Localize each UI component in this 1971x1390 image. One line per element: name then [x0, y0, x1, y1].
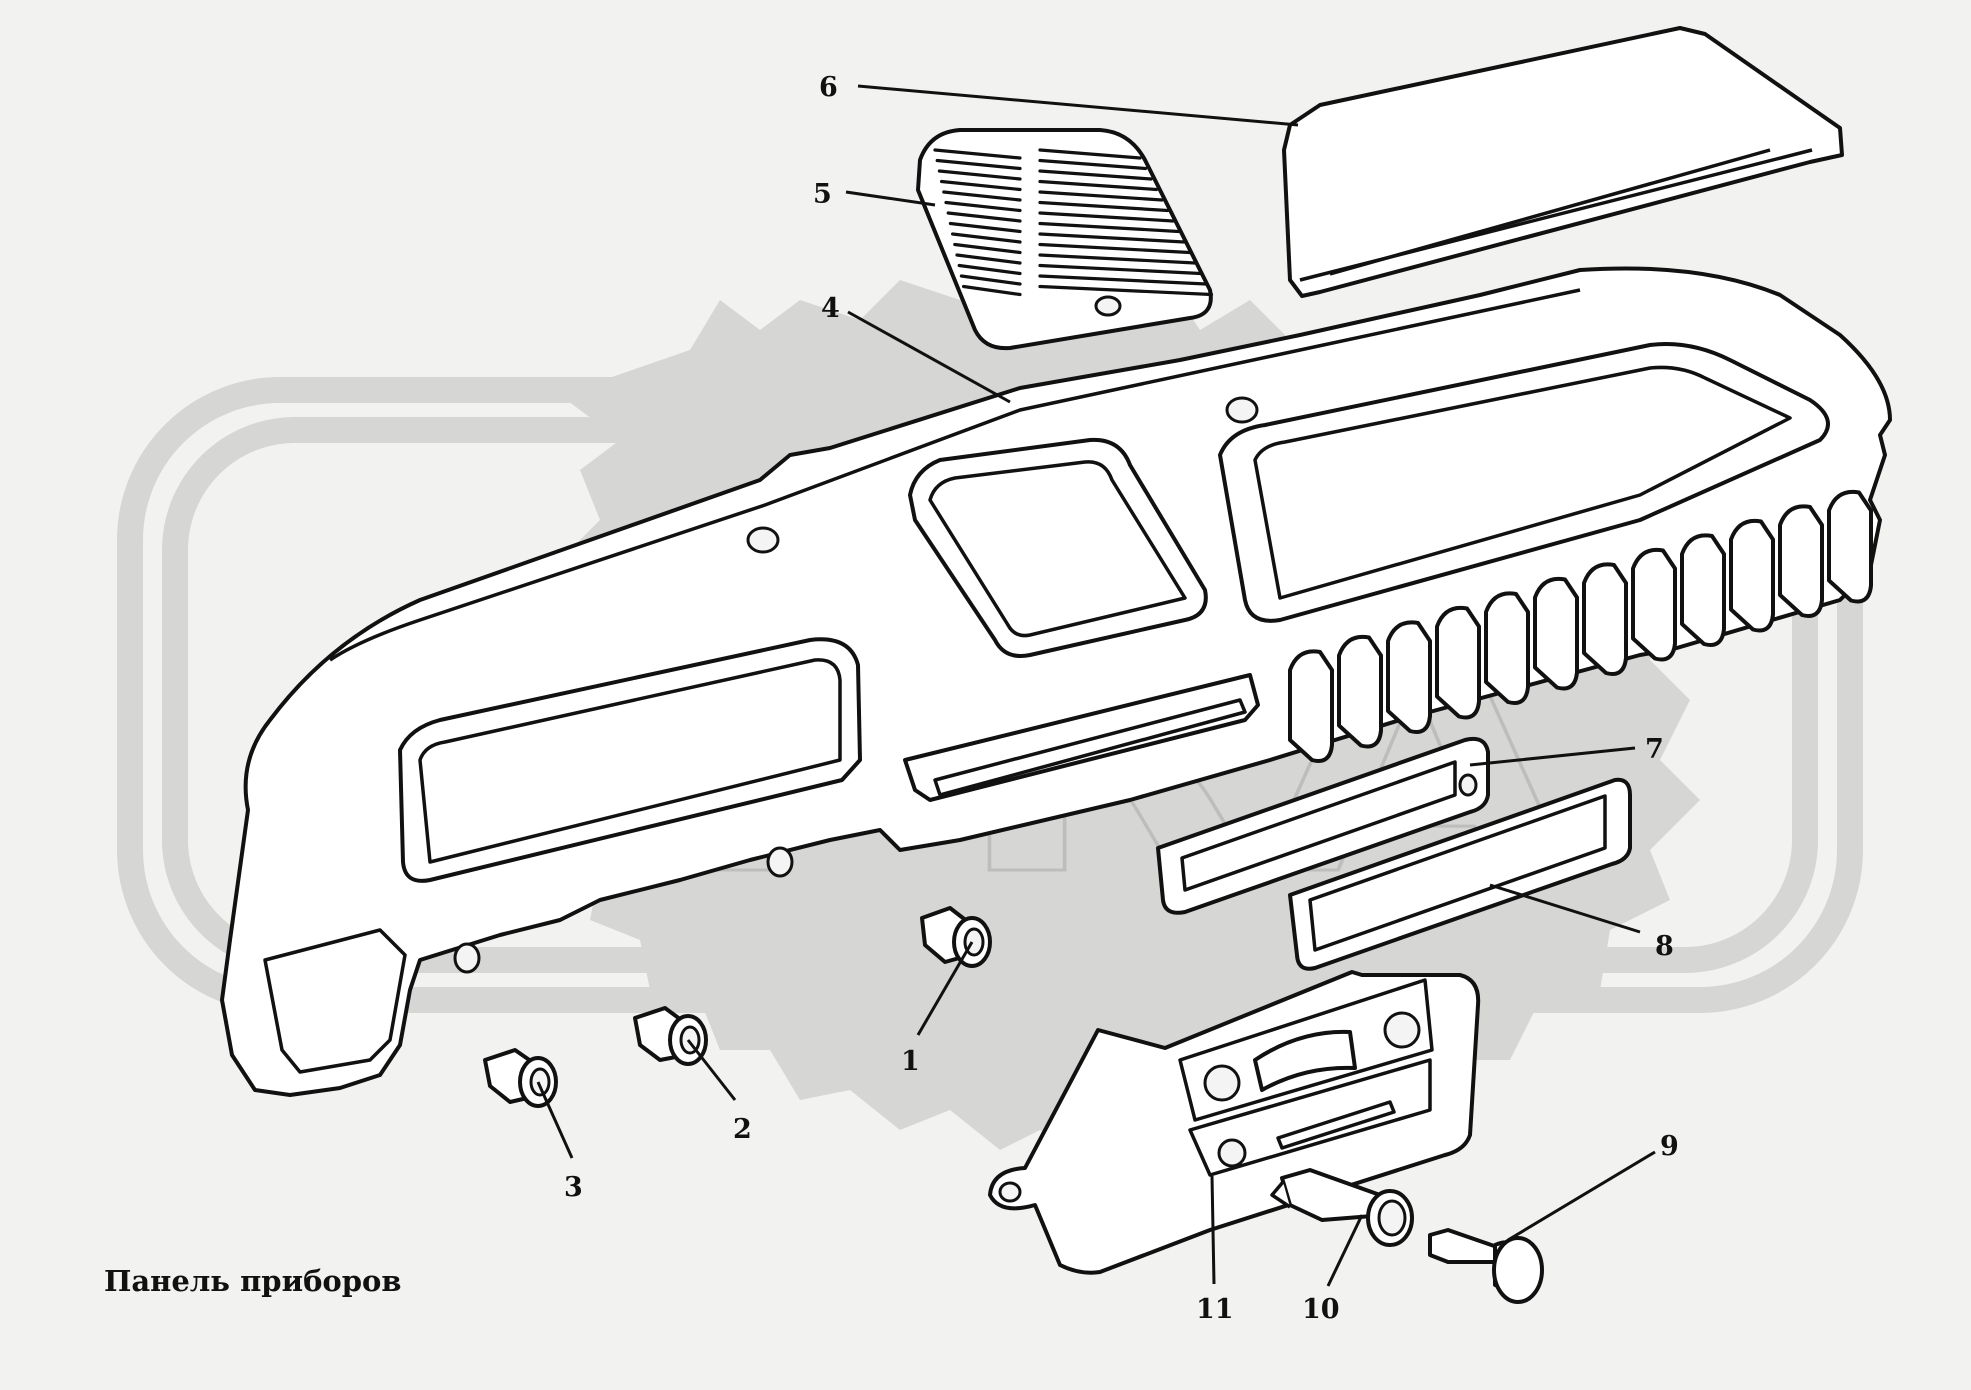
leader-3: [536, 1081, 574, 1159]
vent-rib: [1729, 518, 1775, 633]
part-2-clip: [633, 1006, 708, 1066]
vent-rib: [1778, 504, 1824, 618]
grille-slot: [946, 211, 1022, 223]
vent-rib: [1337, 634, 1383, 749]
callout-8: 8: [1655, 931, 1674, 962]
switch-socket-icon: [1203, 1064, 1241, 1102]
grille-slot: [939, 179, 1022, 192]
vent-rib: [1582, 562, 1628, 676]
grille-slot: [933, 148, 1022, 160]
grille-slot: [1038, 221, 1181, 234]
grille-slot: [1038, 190, 1164, 202]
callout-6: 6: [819, 72, 838, 103]
part-11-switch-panel: [988, 970, 1481, 1275]
grille-slot: [957, 263, 1022, 276]
part-7-bezel-frame: [1156, 736, 1490, 915]
vent-ribs: [1288, 489, 1873, 763]
grille-slot: [1038, 200, 1170, 213]
leader-2: [686, 1039, 737, 1101]
leader-11: [1210, 1175, 1216, 1285]
grille-slot: [942, 190, 1022, 202]
vent-rib: [1827, 489, 1873, 604]
vent-rib: [1435, 605, 1481, 720]
grille-slot: [1038, 148, 1142, 160]
grille-slot: [961, 284, 1022, 297]
callout-2: 2: [733, 1114, 752, 1145]
leader-1: [916, 941, 974, 1036]
grille-slot: [1038, 284, 1214, 297]
part-6-glovebox-lid: [1282, 26, 1844, 298]
grille-slot: [1038, 232, 1186, 244]
grille-slot: [935, 158, 1022, 171]
callout-numbers: 6 5 4 7 8 1 2 3 9 10 11: [564, 72, 1679, 1325]
mount-hole-icon: [766, 846, 794, 878]
mount-hole-icon: [746, 526, 780, 554]
grille-slot: [1038, 179, 1159, 192]
grille-slot: [1038, 274, 1208, 286]
part-5-speaker-grille: [916, 128, 1214, 351]
grille-slot: [1038, 242, 1192, 255]
leader-lines: [536, 84, 1656, 1287]
grille-slot: [944, 200, 1022, 213]
callout-1: 1: [901, 1046, 920, 1077]
part-9-knob: [1428, 1228, 1544, 1304]
vent-rib: [1680, 533, 1726, 647]
callout-4: 4: [821, 293, 840, 324]
grille-slot: [953, 242, 1022, 255]
vent-rib: [1484, 591, 1530, 705]
leader-9: [1507, 1150, 1656, 1242]
callout-5: 5: [813, 179, 832, 210]
callout-11: 11: [1196, 1294, 1234, 1325]
leader-4: [847, 310, 1011, 404]
vent-rib: [1386, 620, 1432, 734]
grille-slot: [948, 221, 1022, 234]
callout-9: 9: [1660, 1131, 1679, 1162]
leader-8: [1489, 883, 1641, 934]
diagram-caption: Панель приборов: [104, 1264, 402, 1298]
leader-5: [845, 190, 936, 207]
leader-10: [1326, 1214, 1364, 1287]
grille-slot: [955, 253, 1022, 265]
grille-slot: [1038, 158, 1148, 171]
grille-slot: [1038, 169, 1153, 181]
vent-rib: [1288, 649, 1334, 763]
grille-slot: [1038, 253, 1197, 265]
grille-slot: [1038, 263, 1203, 276]
mount-hole-icon: [1225, 396, 1259, 424]
grille-slot: [1038, 211, 1175, 223]
callout-7: 7: [1645, 734, 1664, 765]
grille-slot: [959, 274, 1022, 286]
bezel-screw-icon: [1458, 773, 1478, 797]
callout-3: 3: [564, 1172, 583, 1203]
rocker-switch-icon: [1253, 1029, 1357, 1092]
part-8-gasket: [1288, 777, 1632, 971]
part-4-dashboard-panel: [220, 266, 1892, 1097]
panel-screw-icon: [998, 1181, 1022, 1203]
grille-slot: [950, 232, 1022, 244]
grille-slots: [933, 148, 1214, 297]
grille-screw-icon: [1094, 295, 1122, 317]
grille-slot: [937, 169, 1022, 181]
vent-rib: [1533, 576, 1579, 691]
leader-6: [857, 84, 1299, 127]
part-10-plug: [1270, 1168, 1414, 1247]
callout-10: 10: [1302, 1294, 1340, 1325]
vent-rib: [1631, 547, 1677, 662]
switch-socket-icon: [1217, 1138, 1247, 1168]
switch-socket-icon: [1383, 1011, 1421, 1049]
leader-7: [1469, 746, 1636, 767]
mount-hole-icon: [453, 942, 481, 974]
